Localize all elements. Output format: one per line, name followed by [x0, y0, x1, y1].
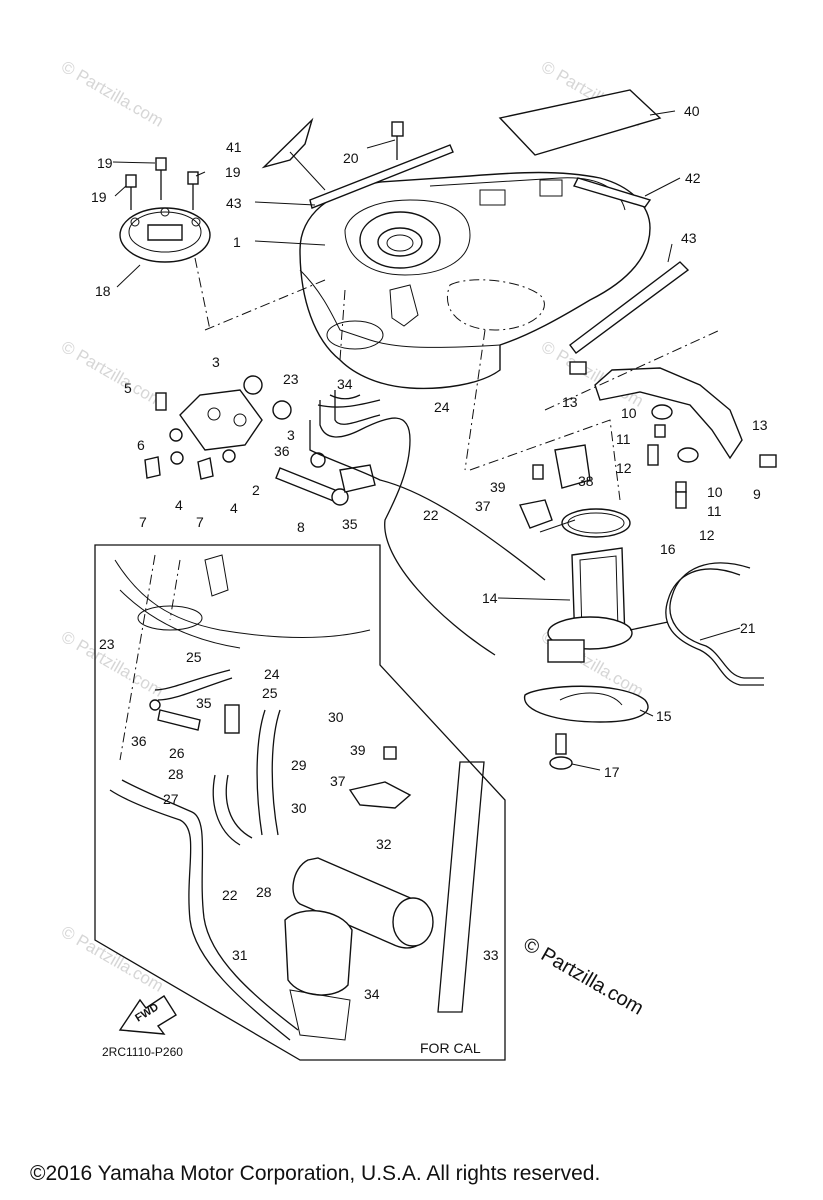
- callout-2: 2: [252, 482, 260, 498]
- callout-20: 20: [343, 150, 359, 166]
- callout-18: 18: [95, 283, 111, 299]
- watermark-text: © Partzilla.com: [58, 337, 167, 411]
- bolt-20: [391, 121, 404, 160]
- callout-4: 4: [175, 497, 183, 513]
- callout-7: 7: [139, 514, 147, 530]
- callouts: 1 2 3 3 4 4 5 6 7 7 8 9 10 10 11 11 12 1…: [91, 103, 768, 1002]
- callout-16: 16: [660, 541, 676, 557]
- callout-27: 27: [163, 791, 179, 807]
- callout-13: 13: [752, 417, 768, 433]
- callout-19: 19: [225, 164, 241, 180]
- callout-28: 28: [256, 884, 272, 900]
- callout-25: 25: [186, 649, 202, 665]
- callout-34: 34: [337, 376, 353, 392]
- callout-10: 10: [621, 405, 637, 421]
- callout-4: 4: [230, 500, 238, 516]
- callout-19: 19: [97, 155, 113, 171]
- callout-17: 17: [604, 764, 620, 780]
- callout-30: 30: [328, 709, 344, 725]
- callout-14: 14: [482, 590, 498, 606]
- callout-11: 11: [616, 431, 631, 447]
- assembly-lines: [194, 257, 721, 501]
- callout-3: 3: [287, 427, 295, 443]
- callout-34: 34: [364, 986, 380, 1002]
- callout-42: 42: [685, 170, 701, 186]
- fuel-pump: [524, 508, 649, 770]
- partzilla-watermark: © Partzilla.com: [520, 933, 648, 1019]
- watermark-text: © Partzilla.com: [58, 922, 167, 996]
- callout-24: 24: [264, 666, 280, 682]
- callout-25: 25: [262, 685, 278, 701]
- california-inset: 2RC1110-P260 FOR CAL: [94, 544, 506, 1061]
- callout-35: 35: [342, 516, 358, 532]
- callout-12: 12: [616, 460, 632, 476]
- callout-21: 21: [740, 620, 756, 636]
- callout-6: 6: [137, 437, 145, 453]
- forward-arrow: FWD: [118, 995, 177, 1035]
- callout-8: 8: [297, 519, 305, 535]
- left-bracket: [144, 375, 376, 506]
- callout-32: 32: [376, 836, 392, 852]
- callout-43: 43: [681, 230, 697, 246]
- fuel-tank: [299, 171, 651, 390]
- callout-37: 37: [475, 498, 491, 514]
- callout-36: 36: [274, 443, 290, 459]
- callout-22: 22: [423, 507, 439, 523]
- fuel-filler-cap: [119, 207, 211, 263]
- tank-rear-stay: [569, 361, 777, 509]
- callout-31: 31: [232, 947, 248, 963]
- cap-bolts: [125, 157, 199, 210]
- callout-15: 15: [656, 708, 672, 724]
- callout-26: 26: [169, 745, 185, 761]
- leader-lines: [112, 110, 741, 771]
- callout-10: 10: [707, 484, 723, 500]
- callout-35: 35: [196, 695, 212, 711]
- callout-33: 33: [483, 947, 499, 963]
- callout-11: 11: [707, 503, 722, 519]
- callout-23: 23: [283, 371, 299, 387]
- diagram-code: 2RC1110-P260: [102, 1045, 183, 1059]
- callout-29: 29: [291, 757, 307, 773]
- callout-39: 39: [350, 742, 366, 758]
- callout-37: 37: [330, 773, 346, 789]
- fuel-hose-21: [629, 562, 764, 686]
- callout-3: 3: [212, 354, 220, 370]
- callout-12: 12: [699, 527, 715, 543]
- watermark-text: © Partzilla.com: [58, 57, 167, 131]
- callout-28: 28: [168, 766, 184, 782]
- callout-39: 39: [490, 479, 506, 495]
- callout-24: 24: [434, 399, 450, 415]
- callout-1: 1: [233, 234, 241, 250]
- upper-bracket-37-38: [519, 444, 591, 529]
- callout-43: 43: [226, 195, 242, 211]
- inset-label: FOR CAL: [420, 1040, 481, 1056]
- callout-23: 23: [99, 636, 115, 652]
- callout-36: 36: [131, 733, 147, 749]
- callout-19: 19: [91, 189, 107, 205]
- callout-41: 41: [226, 139, 242, 155]
- callout-38: 38: [578, 473, 594, 489]
- callout-9: 9: [753, 486, 761, 502]
- callout-13: 13: [562, 394, 578, 410]
- copyright-notice: ©2016 Yamaha Motor Corporation, U.S.A. A…: [30, 1162, 600, 1185]
- pads: [261, 89, 690, 354]
- callout-5: 5: [124, 380, 132, 396]
- main-hoses: [309, 390, 546, 656]
- callout-22: 22: [222, 887, 238, 903]
- callout-7: 7: [196, 514, 204, 530]
- callout-30: 30: [291, 800, 307, 816]
- callout-40: 40: [684, 103, 700, 119]
